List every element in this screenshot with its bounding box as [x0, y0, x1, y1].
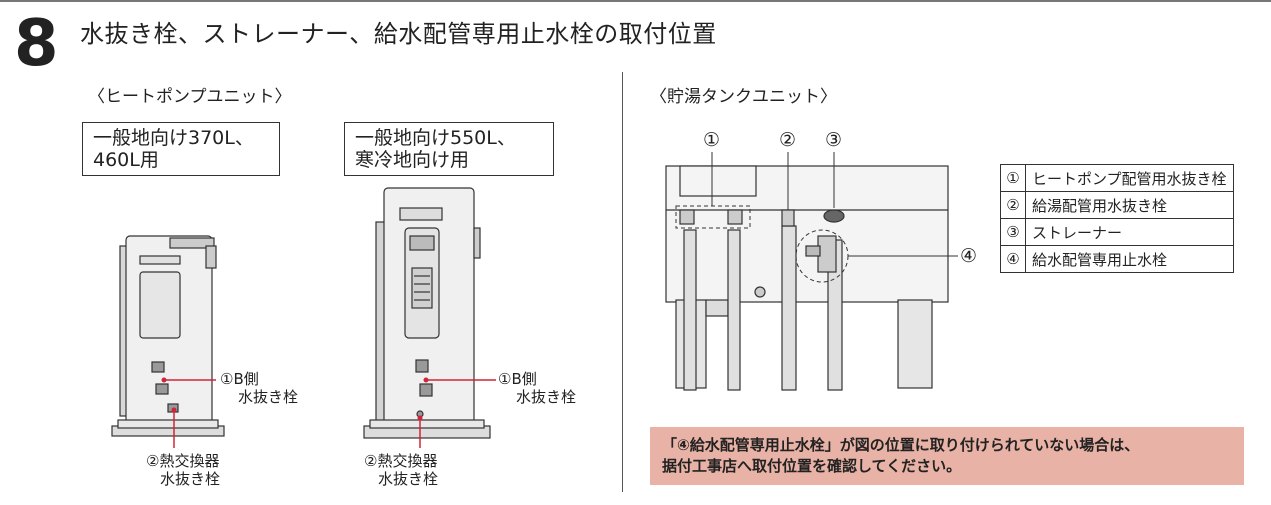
legend-row: ① ヒートポンプ配管用水抜き栓: [1000, 164, 1234, 192]
legend-row: ④ 給水配管専用止水栓: [1000, 245, 1234, 273]
marker-leaders: [711, 152, 958, 257]
unit-b-spec-line1: 一般地向け550L、: [355, 127, 516, 149]
unit-a-spec-box: 一般地向け370L、 460L用: [82, 122, 280, 176]
note-line2: 据付工事店へ取付位置を確認してください。: [662, 457, 962, 475]
unit-b-spec-line2: 寒冷地向け用: [355, 149, 470, 171]
marker-3: ③: [825, 129, 843, 151]
unit-a-drain-label-1: ①B側 水抜き栓: [220, 370, 299, 406]
legend-table: ① ヒートポンプ配管用水抜き栓 ② 給湯配管用水抜き栓 ③ ストレーナー ④ 給…: [1000, 164, 1234, 273]
leader-dots-left: [161, 377, 429, 421]
warning-note: 「④給水配管専用止水栓」が図の位置に取り付けられていない場合は、 据付工事店へ取…: [650, 427, 1244, 485]
legend-num: ②: [1000, 191, 1026, 219]
legend-row: ② 給湯配管用水抜き栓: [1000, 191, 1234, 219]
legend-text: 給湯配管用水抜き栓: [1025, 191, 1234, 219]
page-title: 水抜き栓、ストレーナー、給水配管専用止水栓の取付位置: [80, 20, 717, 48]
legend-text: 給水配管専用止水栓: [1025, 245, 1234, 273]
legend-row: ③ ストレーナー: [1000, 218, 1234, 246]
note-line1: 「④給水配管専用止水栓」が図の位置に取り付けられていない場合は、: [662, 436, 1140, 454]
heatpump-subtitle: 〈ヒートポンプユニット〉: [88, 87, 292, 107]
legend-text: ストレーナー: [1025, 218, 1234, 246]
step-number: 8: [14, 7, 59, 81]
unit-b-drain-label-2: ②熱交換器 水抜き栓: [364, 452, 439, 488]
tank-subtitle: 〈貯湯タンクユニット〉: [650, 87, 837, 107]
heatpump-unit-a-illustration: [111, 235, 225, 437]
leader-lines-left: [164, 379, 496, 448]
unit-a-spec-line1: 一般地向け370L、: [93, 127, 254, 149]
unit-b-spec-box: 一般地向け550L、 寒冷地向け用: [344, 122, 554, 176]
legend-num: ④: [1000, 245, 1026, 273]
top-rule: [0, 0, 1271, 2]
storage-tank-illustration: [665, 165, 949, 391]
unit-b-drain-label-1: ①B側 水抜き栓: [498, 370, 577, 406]
marker-1: ①: [703, 129, 721, 151]
marker-4: ④: [960, 245, 978, 267]
legend-text: ヒートポンプ配管用水抜き栓: [1025, 164, 1234, 192]
legend-num: ③: [1000, 218, 1026, 246]
unit-a-spec-line2: 460L用: [93, 149, 159, 171]
heatpump-unit-b-illustration: [363, 187, 491, 439]
legend-num: ①: [1000, 164, 1026, 192]
marker-2: ②: [779, 129, 797, 151]
unit-a-drain-label-2: ②熱交換器 水抜き栓: [146, 452, 221, 488]
section-divider: [622, 72, 624, 492]
